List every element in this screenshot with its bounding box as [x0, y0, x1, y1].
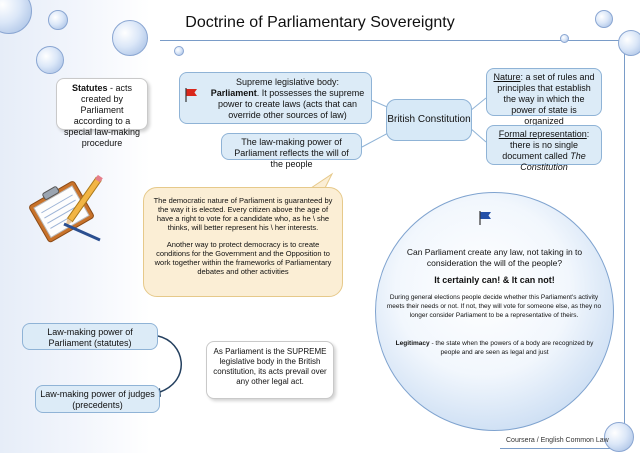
- flag-icon: [185, 88, 197, 102]
- decor-bubble: [48, 10, 68, 30]
- judges-power-box: Law-making power of judges (precedents): [35, 385, 160, 413]
- clipboard-pencil-icon: [29, 174, 103, 243]
- supreme-body-box: Supreme legislative body: Parliament. It…: [179, 72, 372, 124]
- statutes-definition: - acts created by Parliament according t…: [63, 83, 141, 148]
- british-constitution-node: British Constitution: [386, 99, 472, 141]
- footer-credit: Coursera / English Common Law: [506, 437, 609, 444]
- formal-document-name: The Constitution: [520, 151, 586, 172]
- decor-bubble: [604, 422, 634, 452]
- frame-right-line: [624, 40, 625, 440]
- will-of-people-box: The law-making power of Parliament refle…: [221, 133, 362, 169]
- decor-bubble: [112, 20, 148, 56]
- legitimacy-definition: - the state when the powers of a body ar…: [429, 340, 594, 356]
- supreme-rest: . It possesses the supreme power to crea…: [217, 88, 365, 120]
- circle-answer: It certainly can! & It can not!: [434, 275, 555, 285]
- supreme-heading: Supreme legislative body:: [235, 77, 340, 87]
- supremacy-note-box: As Parliament is the SUPREME legislative…: [206, 341, 334, 399]
- legitimacy-circle: [375, 192, 614, 431]
- decor-bubble: [560, 34, 569, 43]
- flag-icon: [479, 211, 491, 225]
- decor-bubble: [618, 30, 640, 56]
- decor-bubble: [174, 46, 184, 56]
- democracy-paragraph-2: Another way to protect democracy is to c…: [154, 240, 332, 276]
- formal-text: : there is no single document called: [502, 129, 590, 161]
- statutes-box: Statutes - acts created by Parliament ac…: [56, 78, 148, 148]
- supreme-text: Parliament. It possesses the supreme pow…: [210, 88, 365, 121]
- circle-elections-text: During general elections people decide w…: [386, 294, 602, 319]
- statutes-term: Statutes: [71, 83, 108, 93]
- democracy-speech-bubble: The democratic nature of Parliament is g…: [143, 187, 343, 297]
- frame-bottom-line: [500, 448, 625, 449]
- nature-box: Nature: a set of rules and principles th…: [486, 68, 602, 126]
- page-title: Doctrine of Parliamentary Sovereignty: [185, 14, 455, 31]
- nature-text: : a set of rules and principles that est…: [497, 72, 595, 126]
- decor-bubble: [595, 10, 613, 28]
- legitimacy-term: Legitimacy: [395, 340, 430, 347]
- supreme-parliament: Parliament: [210, 88, 257, 98]
- circle-question: Can Parliament create any law, not takin…: [406, 247, 583, 268]
- formal-representation-box: Formal representation: there is no singl…: [486, 125, 602, 172]
- formal-label: Formal representation: [498, 129, 587, 139]
- circle-legitimacy-text: Legitimacy - the state when the powers o…: [392, 339, 597, 357]
- nature-label: Nature: [493, 72, 521, 82]
- parliament-power-box: Law-making power of Parliament (statutes…: [22, 323, 158, 350]
- decor-bubble: [36, 46, 64, 74]
- frame-top-line: [160, 40, 625, 41]
- democracy-paragraph-1: The democratic nature of Parliament is g…: [153, 196, 333, 232]
